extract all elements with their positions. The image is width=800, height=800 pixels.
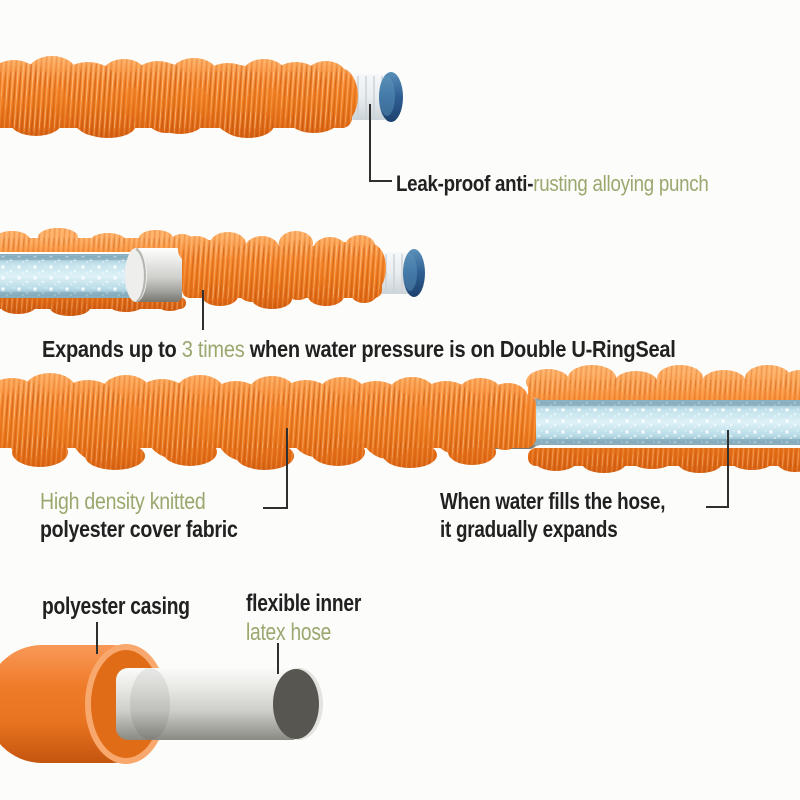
connector-cap bbox=[403, 249, 425, 297]
partially-expanded-hose-illustration bbox=[0, 228, 425, 330]
leak-proof-annotation-green: rusting alloying punch bbox=[533, 171, 709, 196]
hose-connector bbox=[350, 72, 403, 122]
polyester-casing-annotation: polyester casing bbox=[42, 593, 190, 621]
hose-cross-section-illustration bbox=[0, 622, 323, 764]
callout-line-leak bbox=[369, 104, 392, 182]
inner-latex-tube bbox=[116, 668, 323, 740]
cover-fabric-annotation-green: High density knitted bbox=[40, 488, 206, 514]
expanded-hose-cutaway-illustration bbox=[0, 365, 800, 509]
callout-line-fills bbox=[706, 430, 729, 508]
polyester-casing-annotation-text: polyester casing bbox=[42, 593, 190, 620]
expands-annotation: Expands up to 3 times when water pressur… bbox=[42, 336, 676, 363]
connector-cap bbox=[379, 72, 403, 122]
water-fills-annotation-line2: it gradually expands bbox=[440, 516, 618, 542]
water-fills-annotation: When water fills the hose, it gradually … bbox=[440, 487, 665, 543]
compressed-hose-fabric bbox=[0, 56, 358, 138]
hose-connector bbox=[378, 249, 425, 297]
latex-hose-annotation-black: flexible inner bbox=[246, 590, 362, 617]
cover-fabric-annotation-black: polyester cover fabric bbox=[40, 516, 238, 542]
latex-hose-annotation: flexible inner latex hose bbox=[246, 589, 361, 647]
latex-hose-annotation-green: latex hose bbox=[246, 619, 332, 646]
expands-annotation-highlight: 3 times bbox=[181, 336, 245, 362]
expands-annotation-post: when water pressure is on Double U-RingS… bbox=[244, 336, 676, 362]
cover-fabric-annotation: High density knitted polyester cover fab… bbox=[40, 487, 238, 543]
callout-line-fabric bbox=[263, 428, 288, 509]
water-fills-annotation-line1: When water fills the hose, bbox=[440, 488, 666, 514]
scrunched-fabric bbox=[178, 231, 386, 309]
knitted-cover-fabric bbox=[0, 373, 536, 470]
metal-collar bbox=[125, 248, 182, 303]
compressed-hose-illustration bbox=[0, 56, 403, 182]
inner-tube-water bbox=[532, 400, 800, 445]
expands-annotation-pre: Expands up to bbox=[42, 336, 182, 362]
leak-proof-annotation: Leak-proof anti-rusting alloying punch bbox=[396, 171, 709, 197]
inner-tube-end-face bbox=[273, 669, 319, 739]
leak-proof-annotation-black: Leak-proof anti- bbox=[396, 171, 534, 196]
